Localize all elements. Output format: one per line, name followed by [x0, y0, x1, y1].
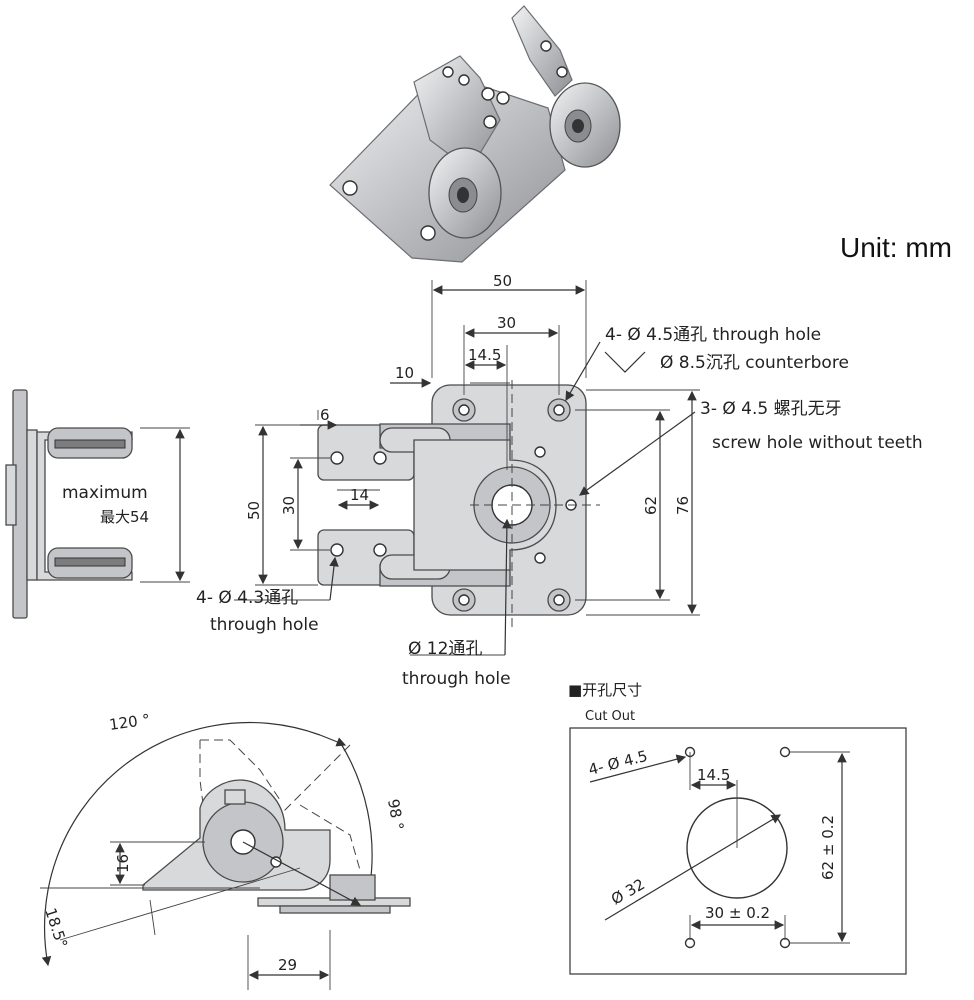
cutout-dim-30: 30 ± 0.2 [705, 904, 770, 922]
front-dim-14: 14 [350, 486, 369, 504]
cutout-panel [569, 727, 907, 975]
front-dim-6: 6 [320, 406, 330, 424]
cutout-title-en: Cut Out [585, 709, 635, 724]
angle-120: 120 ° [108, 710, 151, 734]
side-view-label-cn: 最大54 [100, 508, 149, 526]
front-dim-10: 10 [395, 364, 414, 382]
counterbore-note-line-2: Ø 8.5沉孔 counterbore [660, 353, 849, 373]
leaf-hole-note-line-2: through hole [210, 615, 319, 635]
unit-label: Unit: mm [840, 232, 952, 263]
cutout-dim-14-5: 14.5 [697, 766, 730, 784]
product-photo [329, 5, 621, 263]
front-dim-14-5: 14.5 [468, 346, 501, 364]
cutout-title-cn: ■开孔尺寸 [568, 681, 642, 699]
leaf-hole-note-line-1: 4- Ø 4.3通孔 [196, 588, 298, 608]
center-hole-note-line-2: through hole [402, 669, 511, 689]
front-dim-76: 76 [674, 496, 692, 515]
screw-hole-note-line-2: screw hole without teeth [712, 433, 923, 453]
front-dim-62: 62 [642, 496, 660, 515]
rotation-dim-29: 29 [278, 956, 297, 974]
side-view [5, 389, 190, 619]
center-hole-note-line-1: Ø 12通孔 [408, 639, 482, 659]
side-view-label-en: maximum [62, 483, 148, 503]
cutout-dim-62: 62 ± 0.2 [819, 815, 837, 880]
screw-hole-note-line-1: 3- Ø 4.5 螺孔无牙 [700, 399, 842, 419]
front-dim-50-vertical: 50 [245, 501, 263, 520]
rotation-view [40, 721, 411, 990]
counterbore-note-line-1: 4- Ø 4.5通孔 through hole [605, 325, 821, 345]
rotation-dim-16: 16 [114, 854, 132, 873]
front-view [234, 280, 700, 656]
front-dim-30-vertical: 30 [280, 496, 298, 515]
front-dim-30: 30 [497, 314, 516, 332]
cutout-dim-32: Ø 32 [608, 875, 648, 908]
angle-98: 98 ° [384, 798, 407, 832]
front-dim-50: 50 [493, 272, 512, 290]
